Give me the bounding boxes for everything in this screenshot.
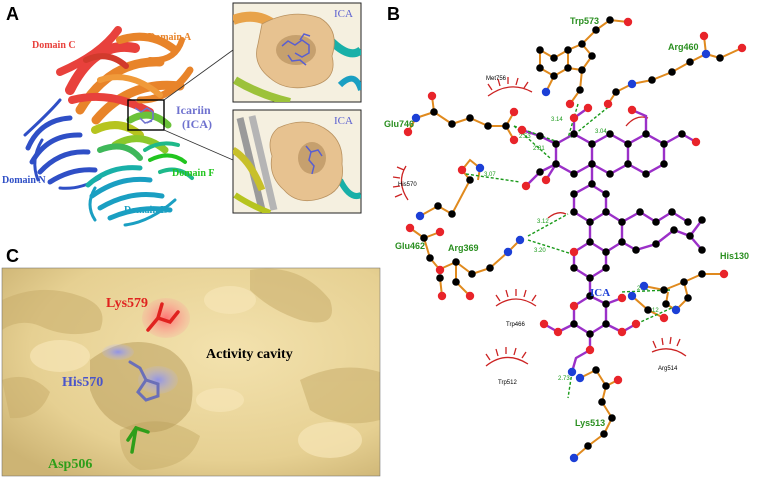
panel-a: A [2, 2, 362, 227]
inset-top-label: ICA [334, 8, 353, 20]
residue-label: Arg369 [448, 243, 479, 253]
hydrophobic-label: Arg514 [658, 366, 678, 372]
domain-e-label: Domain E [124, 205, 167, 216]
hbond-distance: 3.07 [484, 172, 496, 178]
residue-label: His130 [720, 251, 749, 261]
surface-highlights [30, 286, 362, 458]
hbond-distance: 3.12 [537, 219, 549, 225]
domain-f-label: Domain F [172, 168, 215, 179]
ligand-name-label: Icariin [176, 103, 211, 117]
panel-b: B [384, 4, 749, 463]
residue-label: Lys513 [575, 418, 605, 428]
asp506-label: Asp506 [48, 457, 92, 472]
hydrophobic-arc-met756 [487, 77, 533, 97]
inset-top: ICA [232, 2, 362, 103]
residue-labels: Trp573 Arg460 Glu746 Arg369 Glu462 His13… [384, 16, 749, 428]
domain-n-sheets [23, 98, 102, 190]
atoms-carbon [420, 16, 724, 450]
asp506-sticks [126, 425, 150, 454]
hydrophobic-arc-trp466 [495, 289, 537, 307]
hydrophobic-contacts [392, 77, 687, 367]
ligand-box [127, 99, 165, 131]
residue-label: Trp573 [570, 16, 599, 26]
activity-cavity-label: Activity cavity [206, 347, 293, 362]
hbond-distance: 3.20 [534, 248, 546, 254]
residue-label: Glu462 [395, 241, 425, 251]
hydrophobic-label: Trp512 [498, 380, 517, 386]
hydrophobic-labels: Met756 His570 Trp466 Trp512 Arg514 [398, 76, 678, 386]
lys579-glow [142, 298, 190, 338]
panel-c: C [1, 246, 381, 477]
hydrophobic-label: Trp466 [506, 322, 525, 328]
hydrophobic-label: Met756 [486, 76, 507, 82]
hbond-distance: 2.73 [558, 376, 570, 382]
residue-label: Glu746 [384, 119, 414, 129]
domain-n-label: Domain N [2, 175, 46, 186]
lys579-sticks [146, 302, 180, 332]
hbond-distance: 3.14 [551, 117, 563, 123]
domain-f-sheets [143, 141, 194, 180]
residue-label: Arg460 [668, 42, 699, 52]
surface-shading [2, 268, 380, 470]
domain-green-helices [91, 111, 172, 161]
inset-bottom-label: ICA [334, 115, 353, 127]
hydrophobic-arc-trp512 [485, 347, 529, 367]
hydrophobic-arc-arg514 [651, 336, 687, 357]
atoms-oxygen [403, 17, 747, 385]
his570-sticks [128, 360, 160, 402]
zoom-line-top [163, 49, 234, 101]
domain-a-label: Domain A [148, 32, 192, 43]
hydrophobic-label: His570 [398, 182, 417, 188]
panel-b-letter: B [387, 4, 400, 24]
domain-c-helices [56, 26, 194, 125]
atoms-nitrogen [411, 49, 711, 463]
hbond-distance: 3.12 [647, 308, 659, 314]
zoom-line-bottom [163, 129, 234, 161]
his570-glow-bottom [138, 366, 178, 394]
hbond-distance: 3.04 [595, 129, 607, 135]
domain-e-sheets [85, 165, 177, 227]
panel-a-letter: A [6, 4, 19, 24]
ligand-sticks [134, 107, 154, 124]
domain-c-label: Domain C [32, 40, 76, 51]
protein-cartoon [23, 26, 234, 227]
ligand-bonds [521, 107, 703, 373]
ica-ligand-label: ICA [590, 287, 610, 299]
hydrophobic-arc-his570 [392, 165, 409, 201]
his570-label: His570 [62, 375, 103, 390]
panel-c-letter: C [6, 246, 19, 266]
lys579-label: Lys579 [106, 296, 148, 311]
inset-bottom: ICA [232, 109, 362, 214]
hbond-distance: 2.53 [519, 134, 531, 140]
ligand-abbr-label: (ICA) [182, 117, 212, 131]
his570-glow-top [102, 344, 134, 360]
hbond-distance: 2.81 [533, 146, 545, 152]
